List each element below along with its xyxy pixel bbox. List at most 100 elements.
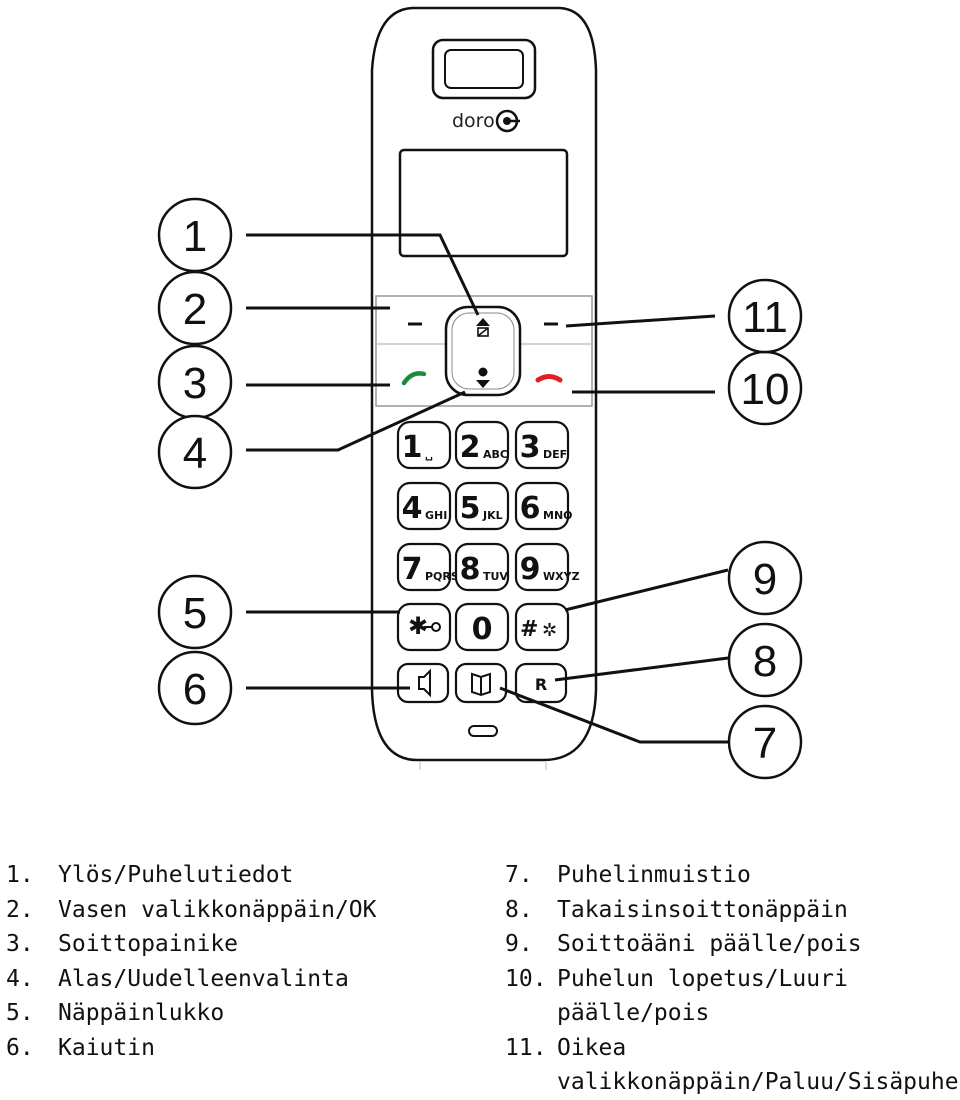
end-call-icon[interactable]: [535, 374, 563, 383]
speaker-key[interactable]: [396, 662, 450, 704]
legend-item: 4. Alas/Uudelleenvalinta: [6, 962, 426, 997]
legend-number: 4.: [6, 965, 34, 992]
key-button[interactable]: [396, 542, 452, 592]
key-button[interactable]: [454, 420, 510, 470]
key-button[interactable]: [396, 481, 452, 531]
callout-number: 7: [753, 719, 777, 768]
callout-1: 1: [157, 197, 233, 273]
key-1[interactable]: 1␣: [396, 420, 452, 470]
legend-item: 10.Puhelun lopetus/Luuri päälle/pois: [505, 962, 960, 1031]
callout-number: 3: [183, 359, 207, 408]
key-digit: 2: [460, 430, 481, 465]
doro-logo-text: doro: [452, 110, 495, 132]
key-letters: JKL: [482, 509, 503, 522]
key-button[interactable]: [514, 481, 570, 531]
callout-number: 2: [183, 285, 207, 334]
legend-number: 2.: [6, 896, 34, 923]
key-digit: 5: [460, 491, 481, 526]
nav-pad[interactable]: [444, 305, 522, 397]
key-button[interactable]: [454, 481, 510, 531]
callout-number: 11: [742, 293, 788, 342]
callout-11: 11: [727, 278, 803, 354]
legend-item: 7.Puhelinmuistio: [505, 858, 960, 893]
down-arrow-icon[interactable]: [476, 367, 490, 389]
doro-logo-icon: [495, 109, 520, 133]
key-letters: ␣: [425, 448, 433, 461]
key-letters: GHI: [425, 509, 447, 522]
key-button[interactable]: [396, 420, 452, 470]
up-arrow-icon[interactable]: [476, 318, 490, 337]
key-digit: 8: [460, 552, 481, 587]
svg-text:#: #: [520, 617, 538, 642]
legend-item: 3.Soittopainike: [6, 927, 426, 962]
legend-text: Alas/Uudelleenvalinta: [58, 965, 349, 992]
nav-pad-inner: [451, 312, 515, 390]
svg-text:✱: ✱: [408, 612, 428, 640]
legend-item: 1. Ylös/Puhelutiedot: [6, 858, 426, 893]
display-screen: [398, 148, 569, 258]
key-digit: 7: [402, 552, 423, 587]
ringer-mute-icon: # ✲: [520, 617, 557, 642]
legend-number: 7.: [505, 862, 533, 888]
speaker-icon: [418, 668, 431, 698]
callout-number: 10: [741, 365, 790, 414]
legend-item: 8. Takaisinsoittonäppäin: [505, 893, 960, 928]
legend-right: 7.Puhelinmuistio 8. Takaisinsoittonäppäin 9…: [505, 858, 960, 1100]
key-0[interactable]: 0: [454, 602, 510, 652]
r-key-label: R: [535, 675, 547, 694]
callout-7: 7: [727, 704, 803, 780]
key-digit: 4: [402, 491, 423, 526]
key-button[interactable]: [454, 542, 510, 592]
callout-number: 9: [753, 555, 777, 604]
legend-item: 9. Soittoääni päälle/pois: [505, 927, 960, 962]
key-letters: DEF: [543, 448, 567, 461]
r-key[interactable]: [514, 662, 568, 704]
call-icon[interactable]: [401, 371, 427, 386]
svg-text:✲: ✲: [542, 620, 557, 641]
callout-number: 8: [753, 637, 777, 686]
key-letters: WXYZ: [543, 570, 580, 583]
key-digit: 9: [520, 552, 541, 587]
legend-text: Takaisinsoittonäppäin: [557, 896, 848, 923]
legend-text: Soittoääni päälle/pois: [557, 931, 862, 957]
callout-6: 6: [157, 650, 233, 726]
legend-number: 11.: [505, 1034, 547, 1061]
legend-number: 8.: [505, 896, 533, 923]
callout-3: 3: [157, 344, 233, 420]
legend-text: Soittopainike: [58, 931, 239, 957]
callout-5: 5: [157, 574, 233, 650]
earpiece-inner: [444, 49, 524, 89]
callout-10: 10: [727, 350, 803, 426]
legend-number: 10.: [505, 965, 547, 992]
key-letters: TUV: [483, 570, 508, 583]
legend-item: 11.Oikea valikkonäppäin/Paluu/Sisäpuhelu: [505, 1031, 960, 1100]
book-icon: [471, 672, 491, 697]
key-digit: 1: [402, 430, 423, 465]
key-hash[interactable]: [514, 602, 570, 652]
callout-number: 1: [183, 212, 207, 261]
key-letters: MNO: [543, 509, 573, 522]
legend-number: 9.: [505, 931, 533, 957]
callout-8: 8: [727, 622, 803, 698]
key-button[interactable]: [514, 542, 570, 592]
microphone-slot: [468, 725, 498, 737]
key-button[interactable]: [454, 602, 510, 652]
key-button[interactable]: [514, 420, 570, 470]
legend-item: 5.Näppäinlukko: [6, 996, 426, 1031]
callout-number: 5: [183, 589, 207, 638]
legend-text: Kaiutin: [58, 1034, 155, 1061]
legend-number: 1.: [6, 862, 34, 888]
legend-text: Vasen valikkonäppäin/OK: [58, 896, 377, 923]
legend-text: Ylös/Puhelutiedot: [58, 862, 294, 888]
